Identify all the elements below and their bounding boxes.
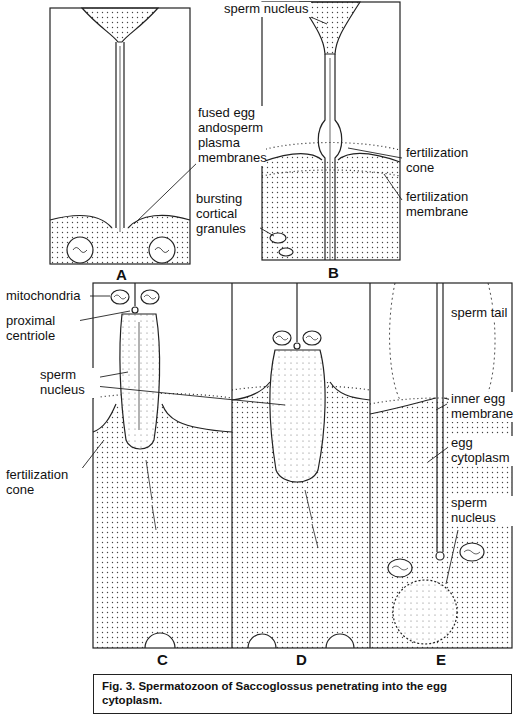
part-label: bursting cortical granules (194, 192, 260, 237)
leader-line (72, 311, 130, 322)
panel-a (67, 237, 93, 263)
panel-d (305, 490, 318, 548)
panel-c (134, 283, 135, 306)
panel-a (149, 237, 175, 263)
leader-line (348, 148, 402, 158)
part-label: sperm nucleus (38, 368, 100, 398)
part-label: sperm nucleus (449, 496, 525, 526)
panel-b (318, 54, 325, 260)
leader-line (428, 448, 447, 462)
part-label: sperm nucleus (222, 2, 311, 17)
panel-a (120, 46, 121, 232)
leader-line (95, 386, 285, 405)
panel-letter: E (434, 651, 448, 668)
part-label: inner egg membrane (449, 392, 525, 422)
panel-b (330, 58, 331, 260)
figure-caption: Fig. 3. Spermatozoon of Saccoglossus pen… (93, 674, 512, 714)
panel-b (262, 170, 400, 176)
panel-c (145, 633, 175, 648)
panel-divider (232, 283, 370, 648)
panel-b (262, 2, 400, 260)
panel-c (120, 314, 160, 449)
fertilization-illustration (50, 2, 512, 648)
panel-a (50, 8, 190, 264)
part-label: fused egg andosperm plasma membranes (196, 106, 266, 166)
panel-e (392, 550, 480, 570)
leader-line (90, 296, 110, 297)
part-label: fertilization cone (404, 146, 498, 176)
panel-d (248, 634, 354, 648)
leader-line (134, 160, 200, 224)
panel-b (262, 143, 400, 151)
panel-letter: C (155, 651, 170, 668)
panel-d (296, 283, 297, 342)
panel-c (146, 460, 156, 530)
panel-d (294, 343, 300, 349)
panel-e (390, 283, 495, 400)
leader-line (384, 174, 402, 200)
leader-line (70, 15, 458, 584)
panel-a (82, 8, 158, 42)
panel-e (437, 283, 443, 552)
part-label: proximal centriole (4, 314, 80, 344)
part-label: mitochondria (4, 289, 82, 304)
panel-c (93, 283, 232, 648)
panel-b (270, 233, 286, 243)
panel-letter: D (294, 651, 309, 668)
panel-b (279, 248, 293, 256)
panel-a (155, 248, 169, 253)
panel-a (73, 248, 87, 253)
panel-e (393, 580, 457, 644)
panel-letter: B (326, 264, 341, 281)
leader-line (446, 530, 458, 584)
panel-d (270, 350, 325, 482)
part-label: sperm tail (449, 306, 509, 321)
panel-c (93, 404, 232, 648)
panel-c (132, 307, 138, 313)
panel-e (436, 552, 444, 560)
panel-c (93, 404, 232, 432)
panel-a (50, 8, 190, 264)
panel-letter: A (114, 266, 129, 283)
panel-c (139, 322, 140, 430)
panel-b (335, 54, 342, 260)
panel-b (262, 153, 400, 162)
leader-line (436, 404, 447, 410)
part-label: fertilization cone (4, 468, 90, 498)
part-label: fertilization membrane (404, 190, 508, 220)
part-label: egg cytoplasm (449, 436, 525, 466)
panel-d (232, 283, 370, 648)
panel-b (262, 153, 400, 260)
panel-b (262, 2, 400, 260)
